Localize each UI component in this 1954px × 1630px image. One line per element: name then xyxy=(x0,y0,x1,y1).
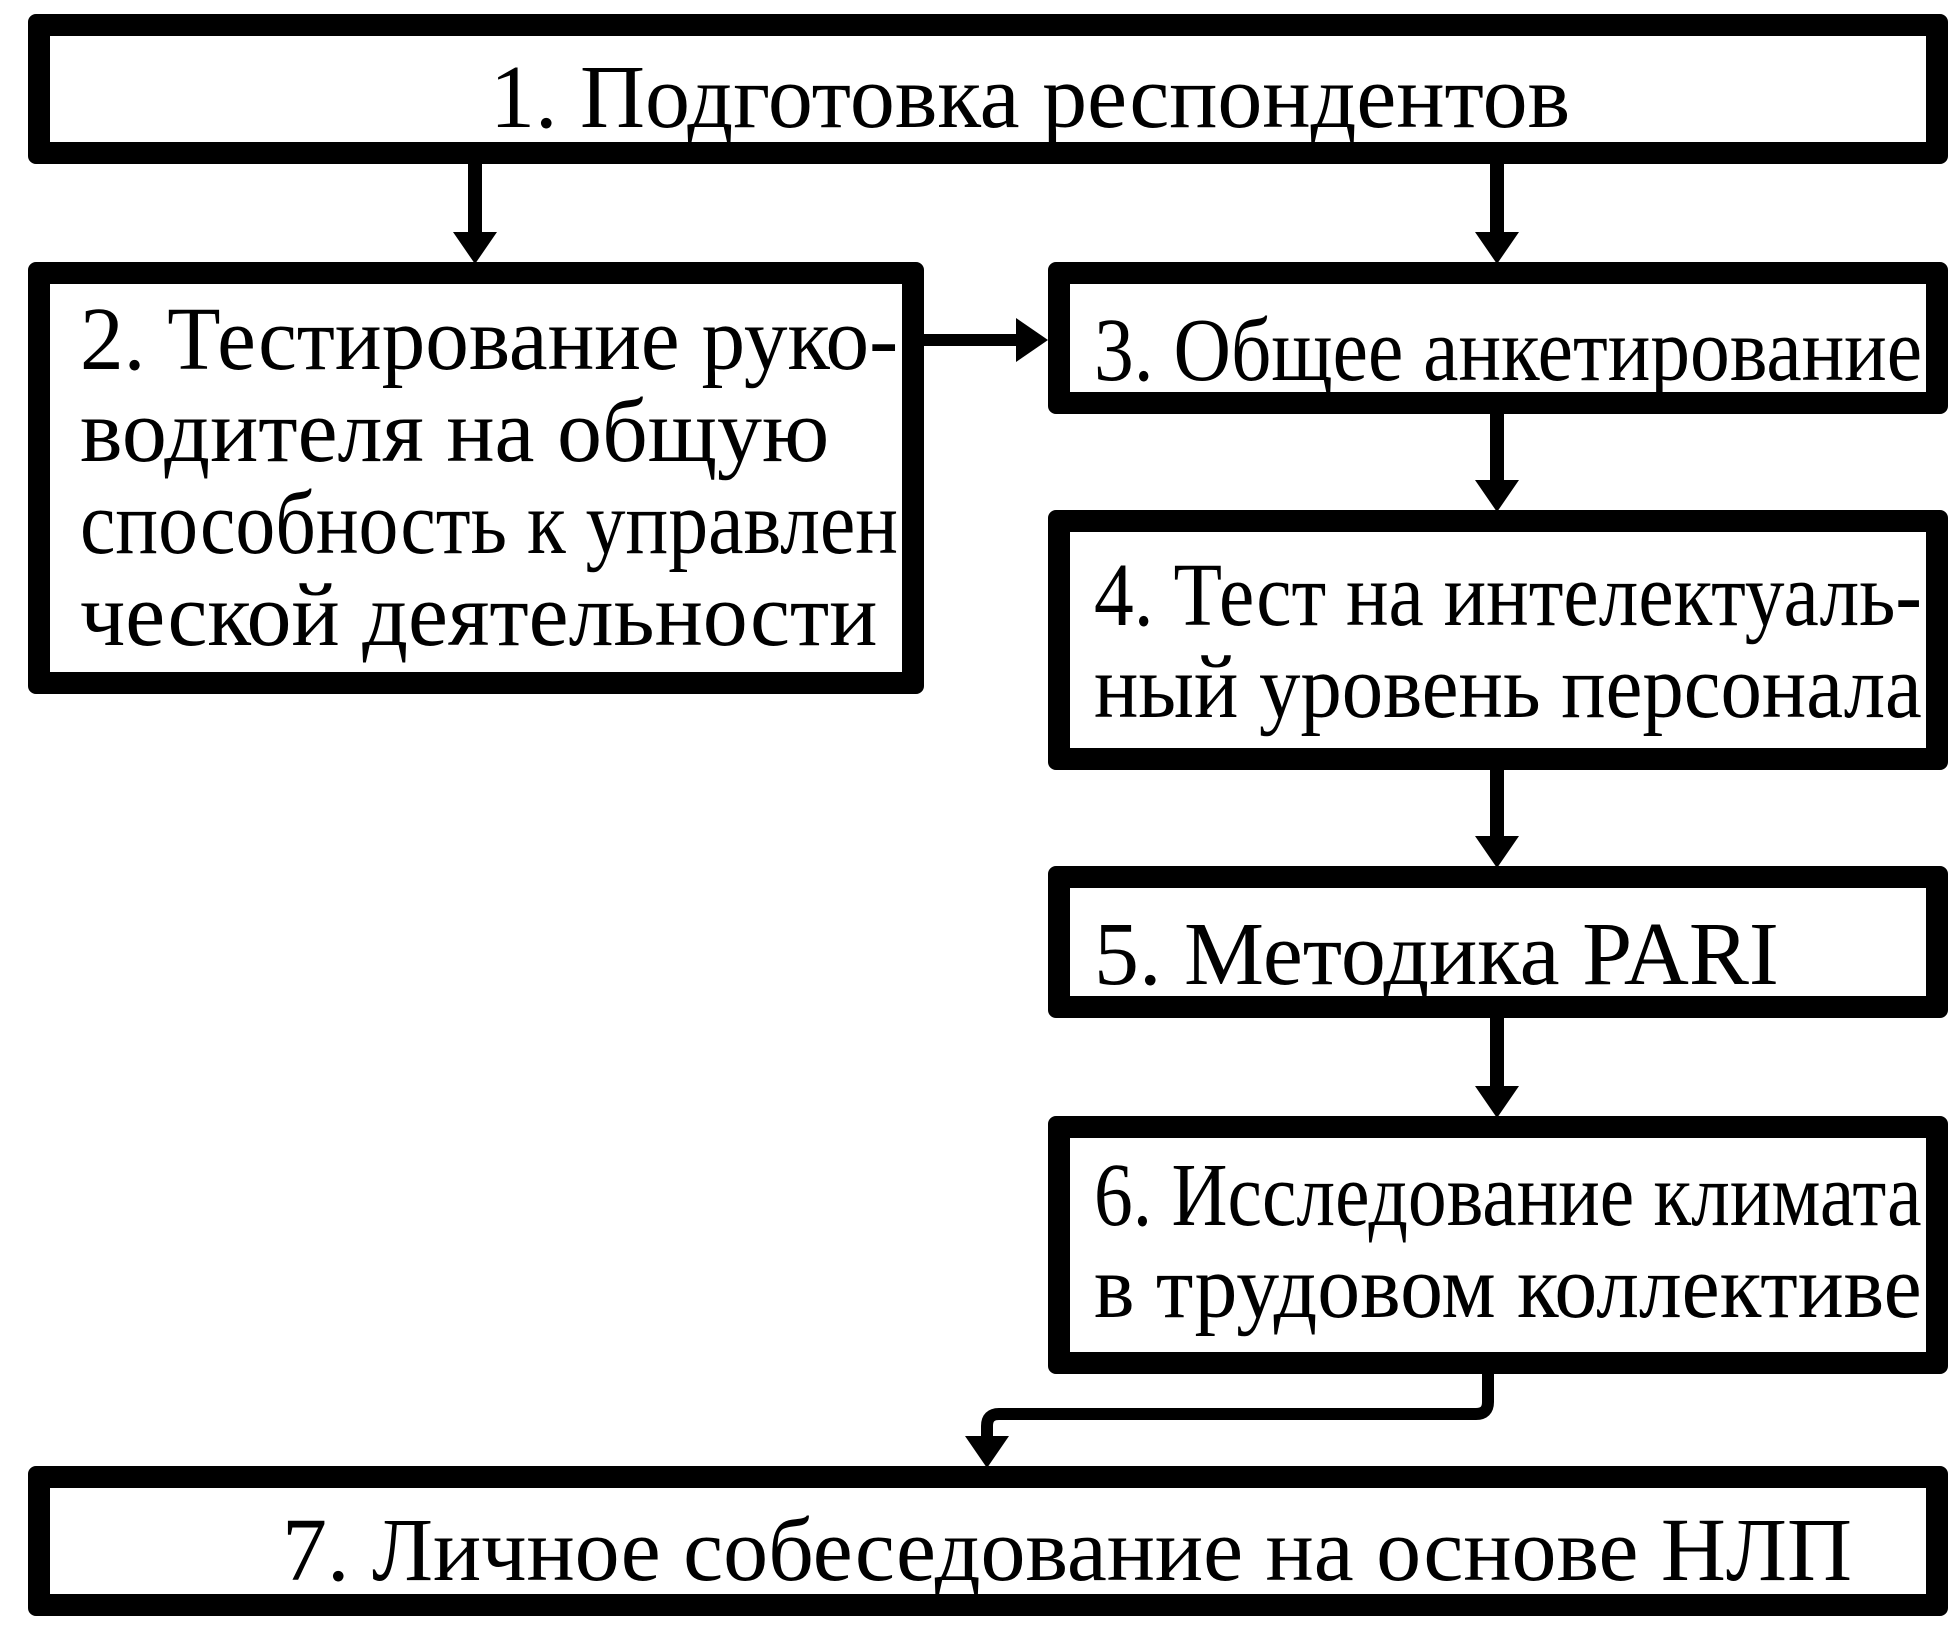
step-5-box: 5. Методика PARI xyxy=(1048,866,1948,1018)
step-5-label: 5. Методика PARI xyxy=(1094,905,1779,1004)
arrow-6-to-7 xyxy=(965,1370,1494,1468)
step-6-line-1: 6. Исследование климата xyxy=(1094,1146,1922,1245)
step-2-line-3: способность к управлен xyxy=(80,474,898,573)
step-2-line-2: водителя на общую xyxy=(80,382,830,481)
step-7-label: 7. Личное собеседование на основе НЛП xyxy=(282,1501,1852,1600)
step-2-line-1: 2. Тестирование руко- xyxy=(80,290,899,389)
step-7-box: 7. Личное собеседование на основе НЛП xyxy=(28,1466,1948,1616)
arrow-3-to-4 xyxy=(1475,410,1519,512)
step-3-box: 3. Общее анкетирование xyxy=(1048,262,1948,414)
step-3-label: 3. Общее анкетирование xyxy=(1094,301,1923,400)
arrow-1-to-2 xyxy=(453,160,497,264)
step-2-box: 2. Тестирование руко- водителя на общую … xyxy=(28,262,924,694)
arrow-4-to-5 xyxy=(1475,765,1519,868)
arrow-1-to-3 xyxy=(1475,160,1519,264)
step-1-box: 1. Подготовка респондентов xyxy=(28,14,1948,164)
step-6-line-2: в трудовом коллективе xyxy=(1094,1238,1922,1337)
step-6-box: 6. Исследование климата в трудовом колле… xyxy=(1048,1116,1948,1374)
step-4-line-1: 4. Тест на интелектуаль- xyxy=(1094,546,1922,645)
step-2-line-4: ческой деятельности xyxy=(80,566,878,665)
arrow-2-to-3 xyxy=(918,318,1048,362)
step-4-box: 4. Тест на интелектуаль- ный уровень пер… xyxy=(1048,510,1948,770)
arrow-5-to-6 xyxy=(1475,1015,1519,1118)
step-4-line-2: ный уровень персонала xyxy=(1094,638,1922,737)
step-1-label: 1. Подготовка респондентов xyxy=(490,48,1571,147)
